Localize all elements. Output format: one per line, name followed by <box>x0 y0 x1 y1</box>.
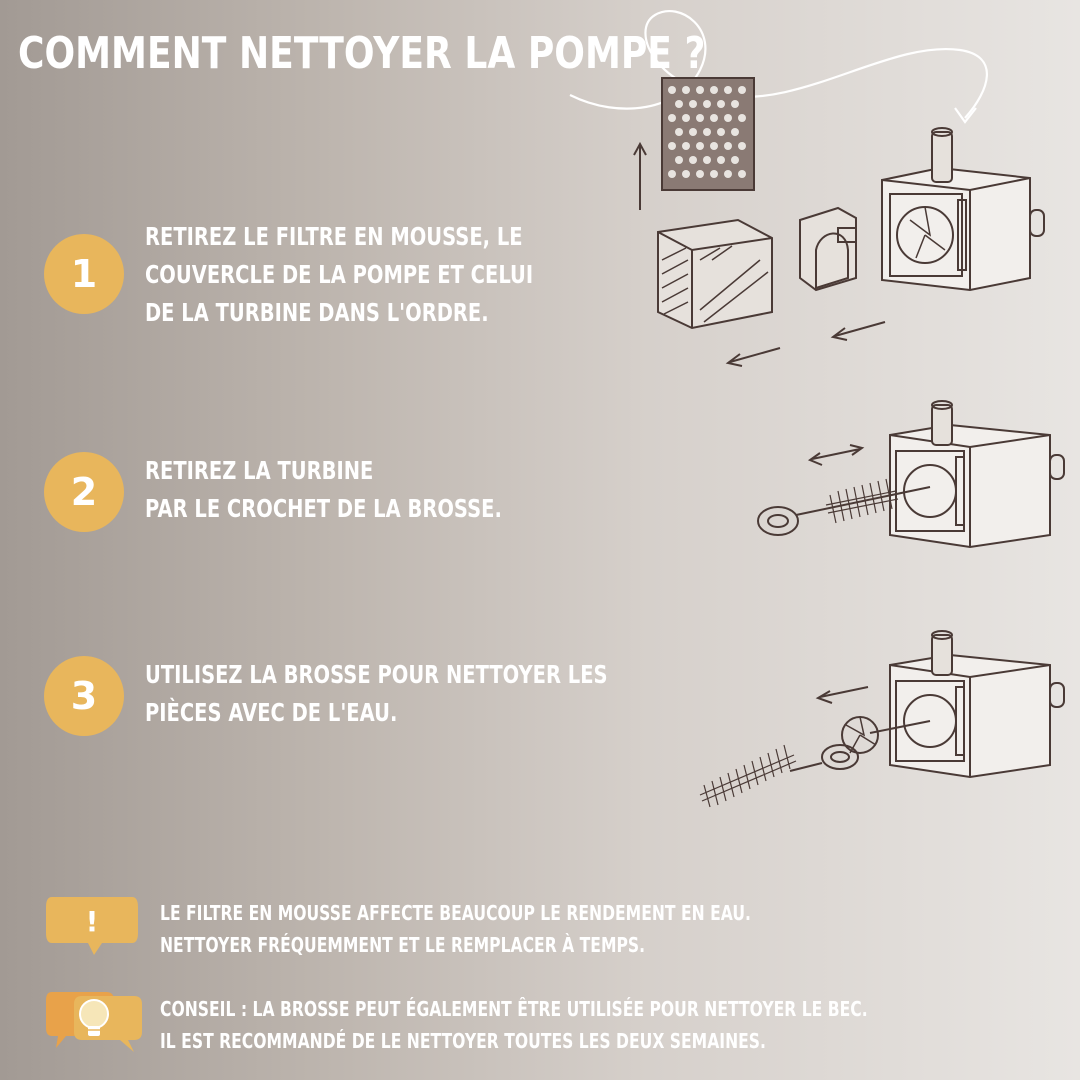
brush-cleaning-illustration <box>699 630 1065 808</box>
step-3-badge: 3 <box>44 656 124 736</box>
step-1-line-2: couvercle de la pompe et celui <box>145 260 534 289</box>
step-1-badge: 1 <box>44 234 124 314</box>
step-2-line-1: Retirez la turbine <box>145 456 374 485</box>
step-3-text: Utilisez la brosse pour nettoyer les piè… <box>145 656 608 732</box>
step-2-badge: 2 <box>44 452 124 532</box>
step-1-text: Retirez le filtre en mousse, le couvercl… <box>145 218 533 332</box>
pump-disassembly-illustration <box>633 77 1045 367</box>
note-2-line-1: Conseil : la brosse peut également être … <box>160 997 868 1021</box>
step-2-line-2: par le crochet de la brosse. <box>145 494 502 523</box>
step-1-line-1: Retirez le filtre en mousse, le <box>145 222 523 251</box>
step-1-line-3: de la turbine dans l'ordre. <box>145 298 489 327</box>
exclamation-bubble-icon: ! <box>46 897 138 955</box>
step-3-line-2: pièces avec de l'eau. <box>145 698 398 727</box>
note-2-text: Conseil : la brosse peut également être … <box>160 993 868 1057</box>
step-3-line-1: Utilisez la brosse pour nettoyer les <box>145 660 608 689</box>
page-title: Comment nettoyer la pompe ? <box>18 28 706 79</box>
note-1-text: Le filtre en mousse affecte beaucoup le … <box>160 897 751 961</box>
note-2-line-2: Il est recommandé de le nettoyer toutes … <box>160 1029 766 1053</box>
note-1-line-1: Le filtre en mousse affecte beaucoup le … <box>160 901 751 925</box>
note-1-line-2: Nettoyer fréquemment et le remplacer à t… <box>160 933 646 957</box>
step-2-text: Retirez la turbine par le crochet de la … <box>145 452 502 528</box>
brush-hook-turbine-illustration <box>757 400 1065 549</box>
lightbulb-bubble-icon <box>46 992 142 1052</box>
exclamation-symbol: ! <box>86 905 99 938</box>
